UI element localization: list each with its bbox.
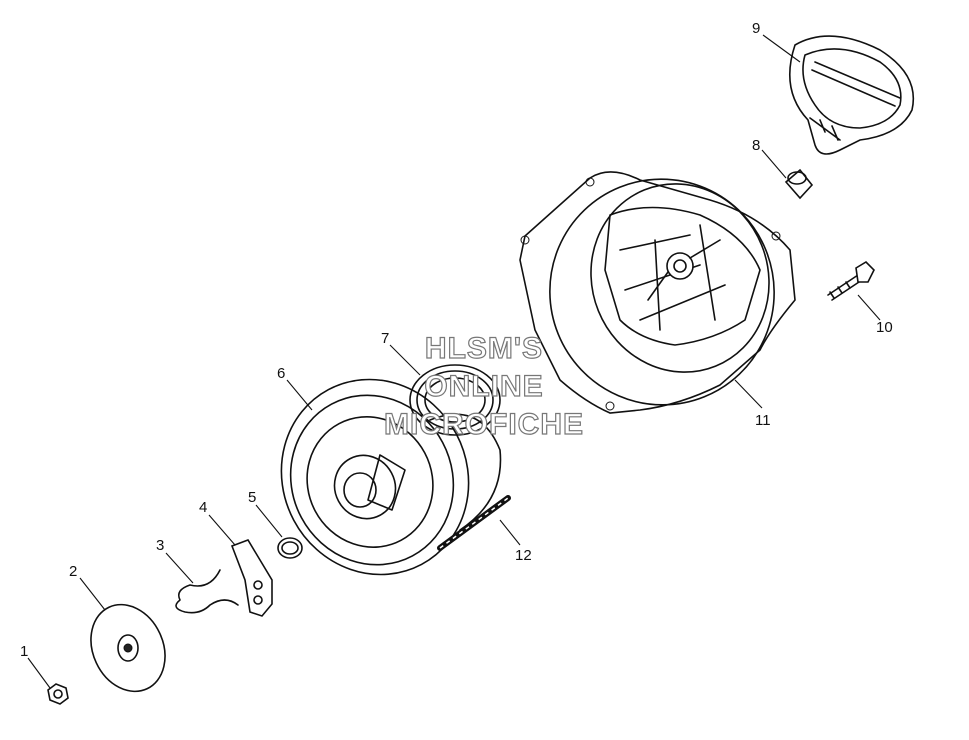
part-10-bolt <box>827 260 875 301</box>
part-1-nut <box>47 683 69 705</box>
watermark-line-1: HLSM'S <box>425 332 543 365</box>
part-2-plate <box>90 603 166 693</box>
callout-5: 5 <box>248 489 256 506</box>
leader-lines <box>27 34 881 689</box>
callout-1: 1 <box>20 643 28 660</box>
callout-3: 3 <box>156 537 164 554</box>
callout-11: 11 <box>755 412 771 429</box>
part-9-handle <box>789 35 914 155</box>
part-8-bushing <box>784 168 814 200</box>
part-12-rope <box>437 495 511 551</box>
callout-9: 9 <box>752 20 760 37</box>
callout-12: 12 <box>515 547 532 564</box>
callout-8: 8 <box>752 137 760 154</box>
part-11-housing <box>519 171 796 414</box>
callout-4: 4 <box>199 499 207 516</box>
part-7-spring <box>409 364 501 436</box>
callout-2: 2 <box>69 563 77 580</box>
watermark-line-2: ONLINE <box>424 370 543 403</box>
part-6-pulley <box>280 378 502 576</box>
part-4-pawl <box>230 539 273 617</box>
callout-10: 10 <box>876 319 893 336</box>
part-5-clip <box>277 537 303 559</box>
callout-7: 7 <box>381 330 389 347</box>
part-3-spring <box>175 569 239 614</box>
callout-6: 6 <box>277 365 285 382</box>
watermark-line-3: MICROFICHE <box>384 408 584 441</box>
